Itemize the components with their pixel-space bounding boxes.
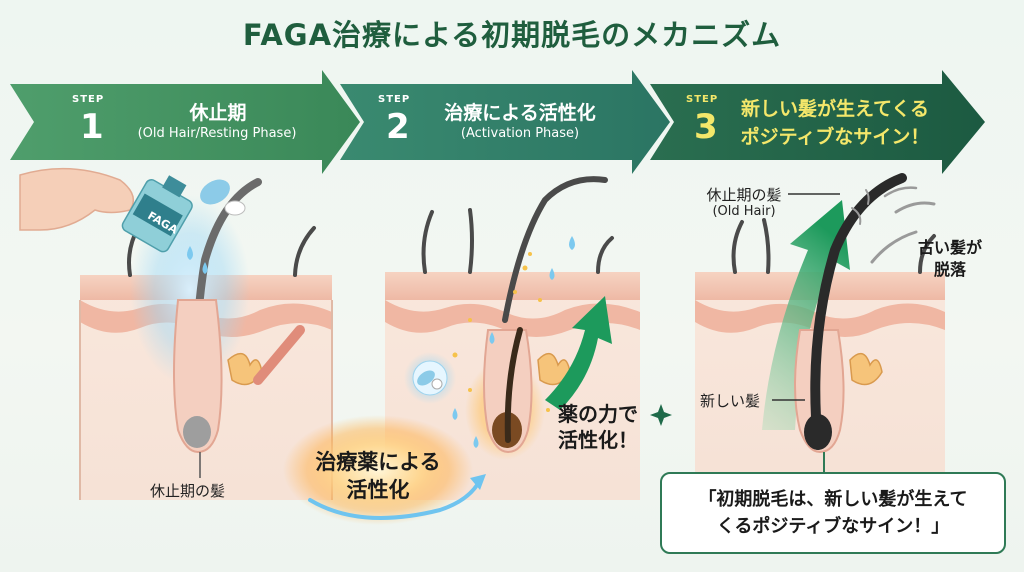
drop-icon xyxy=(202,262,208,274)
step2-heading: 治療による活性化 xyxy=(444,102,596,124)
panel2-effect-line2: 活性化！ xyxy=(558,428,638,452)
step2-arrow xyxy=(340,70,670,174)
panel3-old-hair-sub: (Old Hair) xyxy=(712,204,776,219)
drop-icon xyxy=(452,408,458,420)
shed-hair xyxy=(870,230,918,264)
growth-arrow xyxy=(545,296,612,410)
drop-icon xyxy=(187,246,193,260)
panel3-new-hair-label: 新しい髪 xyxy=(700,392,761,410)
drop-icon xyxy=(489,332,495,344)
step2-sub: (Activation Phase) xyxy=(460,126,580,141)
panel3-shed-line2: 脱落 xyxy=(933,260,966,279)
hand xyxy=(19,167,135,231)
step2-number: 2 xyxy=(386,107,410,147)
step3-heading-line2: ポジティブなサイン！ xyxy=(740,126,930,148)
step1-number: 1 xyxy=(80,107,104,147)
panel2-glow-line2: 活性化 xyxy=(346,478,410,502)
panel3-shed-line1: 古い髪が xyxy=(917,238,982,257)
drop-icon xyxy=(549,268,555,280)
faga-bottle xyxy=(121,175,193,253)
step1-label: STEP xyxy=(72,94,105,105)
drop-icon xyxy=(473,436,479,448)
panel2-glow-line1: 治療薬による xyxy=(315,450,441,474)
callout-box: 「初期脱毛は、新しい髪が生えて くるポジティブなサイン！」 xyxy=(660,472,1006,554)
panel1-hair-label: 休止期の髪 xyxy=(150,482,226,500)
drop-icon xyxy=(569,236,575,250)
step1-arrow xyxy=(10,70,360,174)
step3-arrow xyxy=(650,70,985,174)
new-hair xyxy=(810,173,907,450)
pills-icon xyxy=(200,179,246,216)
callout-line2: くるポジティブなサイン！」 xyxy=(716,516,950,537)
step3-label: STEP xyxy=(686,94,719,105)
callout-line1: 「初期脱毛は、新しい髪が生えて xyxy=(698,489,968,510)
page-title: FAGA治療による初期脱毛のメカニズム xyxy=(242,18,782,52)
step1-sub: (Old Hair/Resting Phase) xyxy=(137,126,297,141)
step2-label: STEP xyxy=(378,94,411,105)
active-hair xyxy=(504,327,523,443)
step1-heading: 休止期 xyxy=(189,102,247,124)
panel2-effect-line1: 薬の力で xyxy=(558,402,638,426)
panel3-old-hair-label: 休止期の髪 xyxy=(706,186,782,204)
step3-number: 3 xyxy=(694,107,718,147)
sparkle-icon xyxy=(650,404,672,426)
step3-heading-line1: 新しい髪が生えてくる xyxy=(740,98,930,120)
activation-glow xyxy=(283,415,473,525)
